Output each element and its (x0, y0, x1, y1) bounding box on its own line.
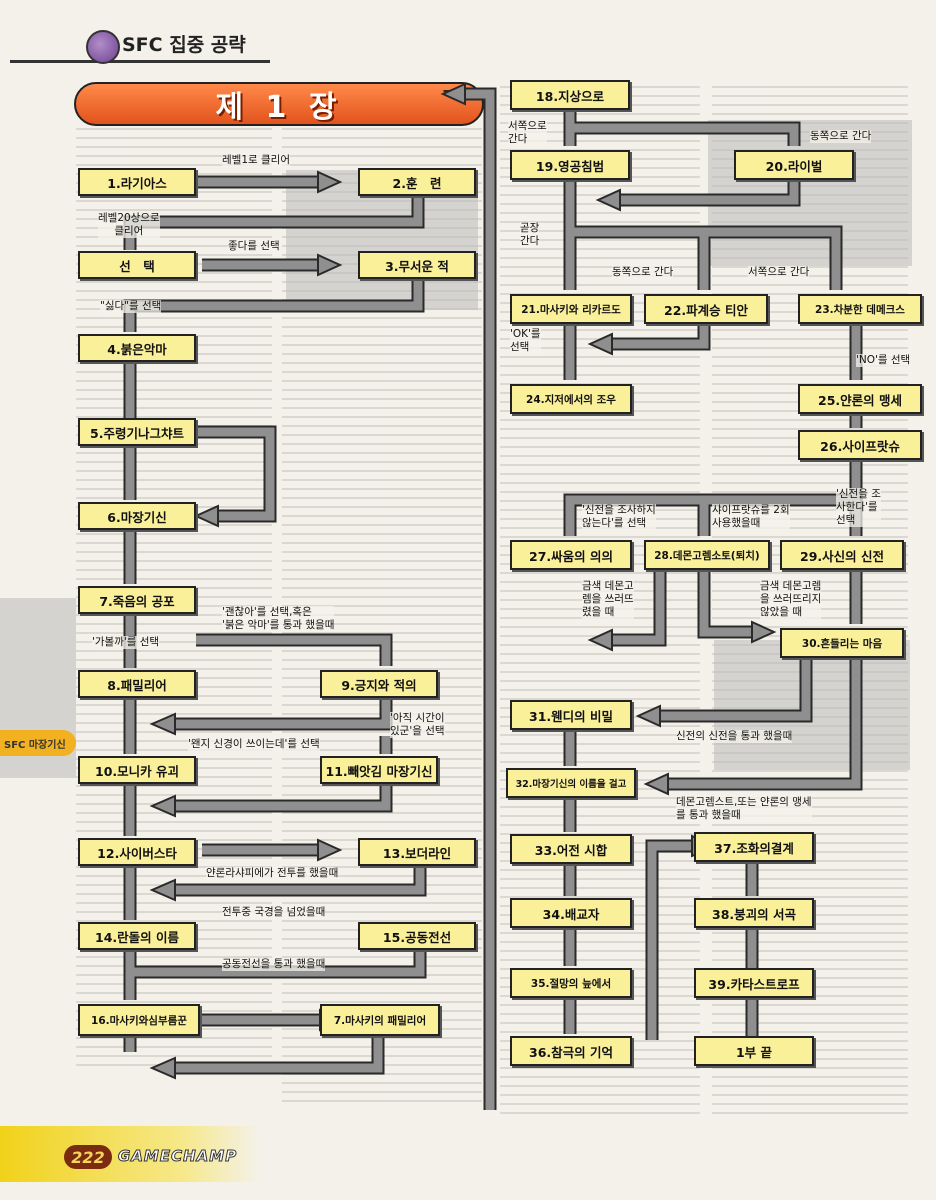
stage-node-21: 21.마사키와 리카르도 (510, 294, 632, 324)
edge-label: 레벨1로 클리어 (222, 154, 290, 167)
stage-node-9: 9.긍지와 적의 (320, 670, 438, 698)
stage-node-26: 26.사이프랏슈 (798, 430, 922, 460)
stage-node-33: 33.어전 시합 (510, 834, 632, 864)
stage-node-7-familiar: 7.마사키의 패밀리어 (320, 1004, 440, 1036)
stage-node-20: 20.라이벌 (734, 150, 854, 180)
stage-node-31: 31.웬디의 비밀 (510, 700, 632, 730)
stage-node-37: 37.조화의결계 (694, 832, 814, 862)
edge-label: '괜찮아'를 선택,혹은 '붉은 악마'를 통과 했을때 (222, 606, 335, 632)
stage-node-14: 14.란돌의 이름 (78, 922, 196, 950)
section-side-tab: SFC 마장기신 (0, 730, 76, 756)
edge-label: 전투중 국경을 넘었을때 (222, 906, 326, 919)
stage-node-24: 24.지저에서의 조우 (510, 384, 632, 414)
stage-node-28: 28.데몬고렘소토(퇴치) (644, 540, 770, 570)
stage-node-19: 19.영공침범 (510, 150, 630, 180)
stage-node-6: 6.마장기신 (78, 502, 196, 530)
stage-node-5: 5.주령기나그챠트 (78, 418, 196, 446)
stage-node-39: 39.카타스트로프 (694, 968, 814, 998)
edge-label: 곧장 간다 (520, 222, 540, 248)
edge-label: 레벨20상으로 클리어 (98, 212, 160, 238)
edge-label: 'NO'를 선택 (856, 354, 911, 367)
footer-bar (0, 1126, 260, 1182)
part-one-end-node: 1부 끝 (694, 1036, 814, 1066)
choice-node: 선 택 (78, 251, 196, 279)
stage-node-25: 25.얀론의 맹세 (798, 384, 922, 414)
chapter-title: 제 1 장 (74, 82, 484, 126)
stage-node-3: 3.무서운 적 (358, 251, 476, 279)
edge-label: 금색 데몬고 렘을 쓰러뜨 렸을 때 (582, 580, 634, 619)
edge-label: '아직 시간이 있군'을 선택 (390, 712, 445, 738)
stage-node-18: 18.지상으로 (510, 80, 630, 110)
stage-node-15: 15.공동전선 (358, 922, 476, 950)
edge-label: 데몬고렘스트,또는 얀론의 맹세 를 통과 했을때 (676, 796, 812, 822)
stage-node-13: 13.보더라인 (358, 838, 476, 866)
stage-node-30: 30.흔들리는 마음 (780, 628, 904, 658)
edge-label: 좋다를 선택 (228, 240, 280, 253)
stage-node-7: 7.죽음의 공포 (78, 586, 196, 614)
edge-label: '신전을 조사하지 않는다'를 선택 (582, 504, 656, 530)
section-logo-icon (86, 30, 120, 64)
stage-node-10: 10.모니카 유괴 (78, 756, 196, 784)
edge-label: '가볼까'를 선택 (92, 636, 160, 649)
edge-label: 얀론라샤피에가 전투를 했을때 (206, 867, 339, 880)
stage-node-29: 29.사신의 신전 (780, 540, 904, 570)
edge-label: '왠지 신경이 쓰이는데'를 선택 (188, 738, 320, 751)
stage-node-22: 22.파계승 티안 (644, 294, 768, 324)
stage-node-12: 12.사이버스타 (78, 838, 196, 866)
stage-node-35: 35.절망의 늪에서 (510, 968, 632, 998)
stage-node-38: 38.붕괴의 서곡 (694, 898, 814, 928)
stage-node-1: 1.라기아스 (78, 168, 196, 196)
edge-label: '신전을 조 사한다'를 선택 (836, 488, 881, 527)
edge-label: 'OK'를 선택 (510, 328, 541, 354)
edge-label: 동쪽으로 간다 (810, 130, 872, 143)
stage-node-11: 11.빼앗김 마장기신 (320, 756, 438, 784)
stage-node-36: 36.참극의 기억 (510, 1036, 632, 1066)
edge-label: 동쪽으로 간다 (612, 266, 674, 279)
edge-label: 서쪽으로 간다 (748, 266, 810, 279)
page-number: 222 (64, 1145, 112, 1169)
stage-node-2: 2.훈 련 (358, 168, 476, 196)
edge-label: 샤이프랏슈를 2회 사용했을때 (712, 504, 790, 530)
stage-node-27: 27.싸움의 의의 (510, 540, 632, 570)
edge-label: 공동전선을 통과 했을때 (222, 958, 326, 971)
header-rule (10, 60, 270, 63)
stage-node-8: 8.패밀리어 (78, 670, 196, 698)
stage-node-23: 23.차분한 데메크스 (798, 294, 922, 324)
section-title: SFC 집중 공략 (122, 34, 246, 56)
edge-label: 서쪽으로 간다 (508, 120, 547, 146)
stage-node-32: 32.마장기신의 이름을 걸고 (506, 768, 636, 798)
background-photo (708, 120, 912, 266)
stage-node-4: 4.붉은악마 (78, 334, 196, 362)
edge-label: "싫다"를 선택 (100, 300, 162, 313)
stage-node-34: 34.배교자 (510, 898, 632, 928)
magazine-logo: GAMECHAMP (117, 1147, 238, 1166)
edge-label: 금색 데몬고렘 을 쓰러뜨리지 않았을 때 (760, 580, 822, 619)
stage-node-16: 16.마사키와심부름꾼 (78, 1004, 200, 1036)
edge-label: 신전의 신전을 통과 했을때 (676, 730, 793, 743)
